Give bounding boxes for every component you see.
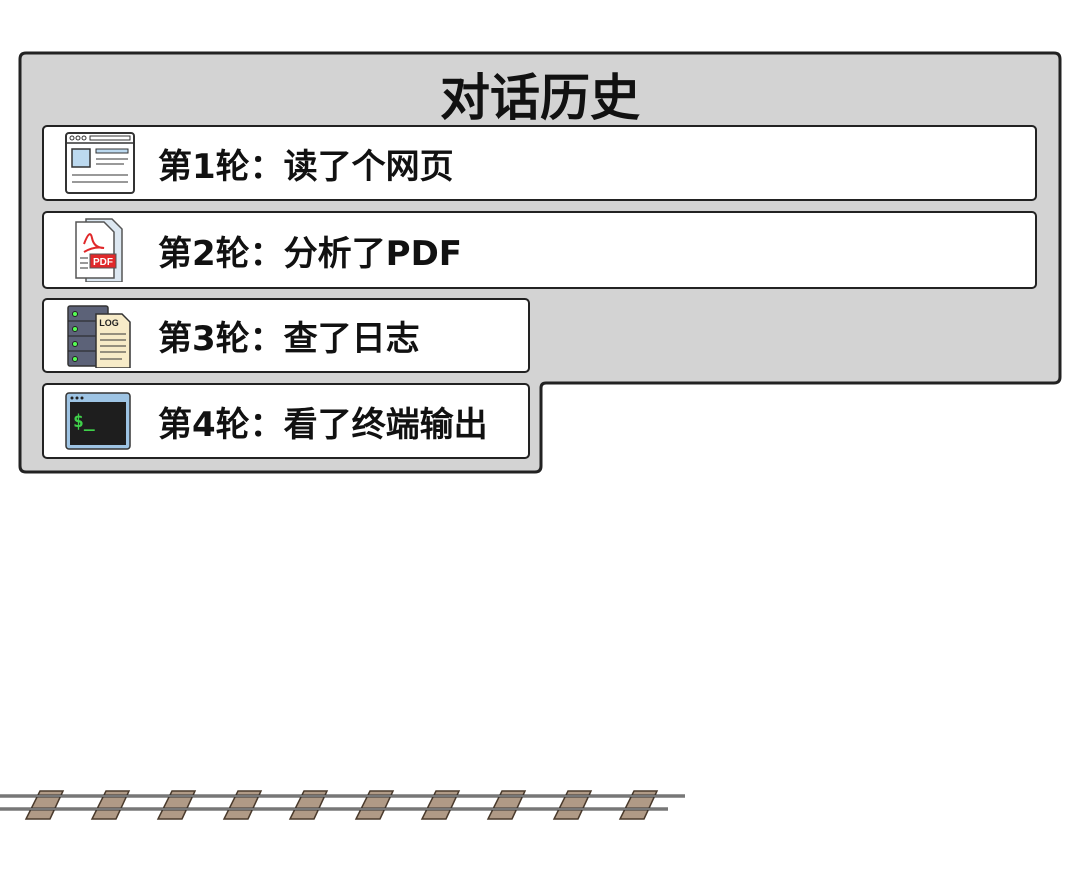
panel-title: 对话历史 — [440, 69, 640, 127]
history-item-label: 第4轮：看了终端输出 — [158, 404, 488, 445]
history-item-label: 第2轮：分析了PDF — [158, 233, 463, 274]
terminal-prompt-text: $_ — [73, 411, 95, 432]
history-item-round-2[interactable]: PDF 第2轮：分析了PDF — [42, 211, 1037, 289]
pdf-icon-text: PDF — [93, 257, 113, 268]
history-item-round-1[interactable]: 第1轮：读了个网页 — [42, 125, 1037, 201]
webpage-icon — [65, 132, 135, 194]
terminal-icon: $_ — [65, 392, 131, 450]
history-item-round-3[interactable]: LOG 第3轮：查了日志 — [42, 298, 530, 373]
history-item-label: 第3轮：查了日志 — [158, 319, 420, 359]
pdf-icon: PDF — [75, 218, 123, 282]
log-icon-text: LOG — [99, 318, 119, 328]
log-icon: LOG — [67, 304, 131, 368]
history-item-label: 第1轮：读了个网页 — [158, 146, 454, 187]
history-item-round-4[interactable]: $_ 第4轮：看了终端输出 — [42, 383, 530, 459]
railroad-track-illustration — [0, 790, 685, 820]
